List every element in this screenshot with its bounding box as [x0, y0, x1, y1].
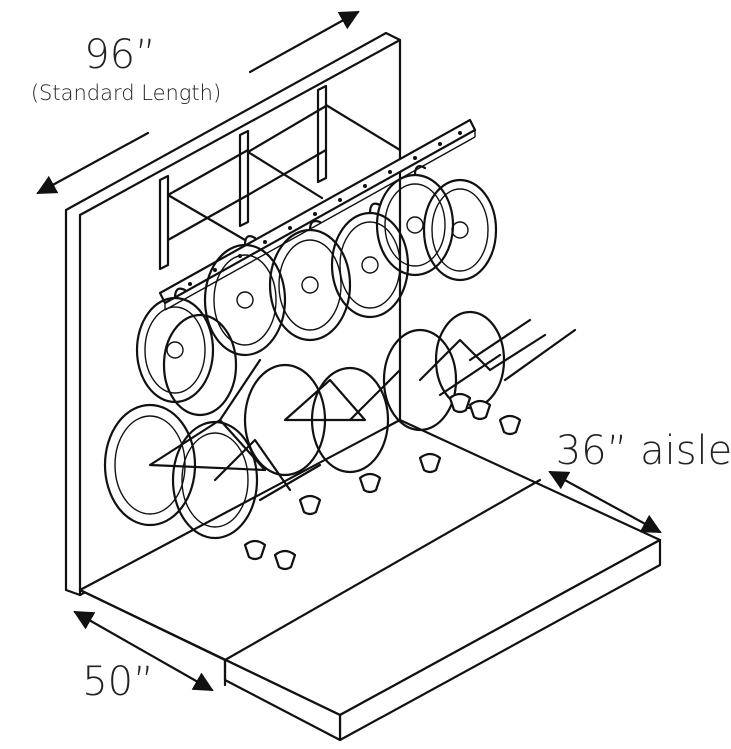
length-label: 96” — [84, 32, 156, 78]
length-note-label: (Standard Length) — [31, 81, 221, 105]
aisle-label: 36” aisle — [556, 428, 731, 474]
bike-icon — [103, 165, 577, 571]
floor-slab — [78, 418, 662, 742]
depth-label: 50” — [82, 659, 154, 705]
arrow-icon — [36, 10, 662, 692]
